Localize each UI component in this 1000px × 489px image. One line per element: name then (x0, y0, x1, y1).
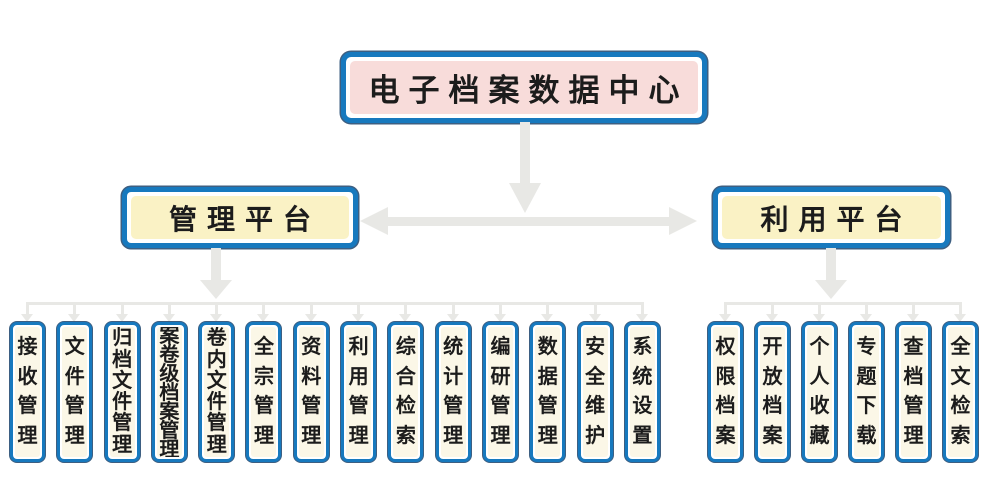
module-label: 个人收藏 (807, 327, 832, 457)
module-node: 统计管理 (435, 322, 471, 462)
module-label: 权限档案 (713, 327, 738, 457)
utilization-branch-rail (724, 302, 962, 305)
module-node: 全文检索 (943, 322, 978, 462)
management-platform-node: 管理平台 (122, 187, 358, 248)
module-node: 查档管理 (896, 322, 931, 462)
branch-arrow-icon (257, 302, 269, 322)
module-node: 接收管理 (10, 322, 45, 462)
module-label: 归档文件管理 (109, 327, 135, 457)
branch-arrow-icon (719, 302, 731, 322)
module-node: 文件管理 (57, 322, 93, 462)
management-down-arrow-shaft (211, 248, 221, 281)
module-label: 资料管理 (298, 327, 324, 457)
module-label: 编研管理 (487, 327, 513, 457)
branch-arrow-icon (589, 302, 601, 322)
branch-arrow-icon (541, 302, 553, 322)
module-node: 权限档案 (708, 322, 743, 462)
module-label: 利用管理 (346, 327, 372, 457)
management-modules-row: 接收管理 文件管理 归档文件管理 案卷级档案管理 卷内文件管理 全宗管理 资料管… (10, 322, 660, 462)
branch-arrow-icon (636, 302, 648, 322)
utilization-modules-row: 权限档案 开放档案 个人收藏 专题下载 查档管理 全文检索 (708, 322, 978, 462)
module-label: 卷内文件管理 (204, 327, 230, 457)
module-node: 系统设置 (624, 322, 660, 462)
utilization-platform-node: 利用平台 (713, 187, 950, 248)
branch-arrow-icon (163, 302, 175, 322)
utilization-down-arrow-icon (815, 280, 847, 299)
branch-arrow-icon (907, 302, 919, 322)
module-node: 归档文件管理 (104, 322, 140, 462)
arrow-right-icon (669, 207, 697, 235)
root-node: 电子档案数据中心 (341, 52, 707, 123)
module-label: 案卷级档案管理 (156, 327, 182, 457)
branch-arrow-icon (954, 302, 966, 322)
module-label: 全宗管理 (251, 327, 277, 457)
module-label: 系统设置 (629, 327, 655, 457)
module-node: 数据管理 (530, 322, 566, 462)
module-label: 文件管理 (62, 327, 88, 457)
branch-arrow-icon (494, 302, 506, 322)
module-node: 资料管理 (293, 322, 329, 462)
module-label: 专题下载 (854, 327, 879, 457)
branch-arrow-icon (399, 302, 411, 322)
module-node: 案卷级档案管理 (151, 322, 187, 462)
branch-arrow-icon (447, 302, 459, 322)
module-label: 数据管理 (535, 327, 561, 457)
module-label: 接收管理 (15, 327, 40, 457)
module-node: 专题下载 (849, 322, 884, 462)
module-node: 编研管理 (482, 322, 518, 462)
branch-arrow-icon (116, 302, 128, 322)
management-platform-label: 管理平台 (131, 196, 349, 239)
module-label: 全文检索 (948, 327, 973, 457)
utilization-platform-label: 利用平台 (722, 196, 941, 239)
module-node: 安全维护 (577, 322, 613, 462)
branch-arrow-icon (305, 302, 317, 322)
branch-arrow-icon (813, 302, 825, 322)
branch-arrow-icon (860, 302, 872, 322)
module-label: 查档管理 (901, 327, 926, 457)
module-node: 开放档案 (755, 322, 790, 462)
branch-arrow-icon (210, 302, 222, 322)
module-node: 全宗管理 (246, 322, 282, 462)
root-node-label: 电子档案数据中心 (350, 61, 698, 114)
management-branch-rail (26, 302, 643, 305)
root-down-arrow-shaft (520, 122, 530, 184)
root-down-arrow-icon (509, 183, 541, 213)
module-label: 安全维护 (582, 327, 608, 457)
module-node: 卷内文件管理 (199, 322, 235, 462)
branch-arrow-icon (766, 302, 778, 322)
module-label: 开放档案 (760, 327, 785, 457)
utilization-down-arrow-shaft (826, 248, 836, 281)
platform-link-arrow-shaft (384, 217, 672, 226)
branch-arrow-icon (352, 302, 364, 322)
module-node: 个人收藏 (802, 322, 837, 462)
module-label: 统计管理 (440, 327, 466, 457)
branch-arrow-icon (21, 302, 33, 322)
branch-arrow-icon (68, 302, 80, 322)
module-label: 综合检索 (393, 327, 419, 457)
management-down-arrow-icon (200, 280, 232, 299)
arrow-left-icon (360, 207, 388, 235)
module-node: 综合检索 (388, 322, 424, 462)
module-node: 利用管理 (341, 322, 377, 462)
